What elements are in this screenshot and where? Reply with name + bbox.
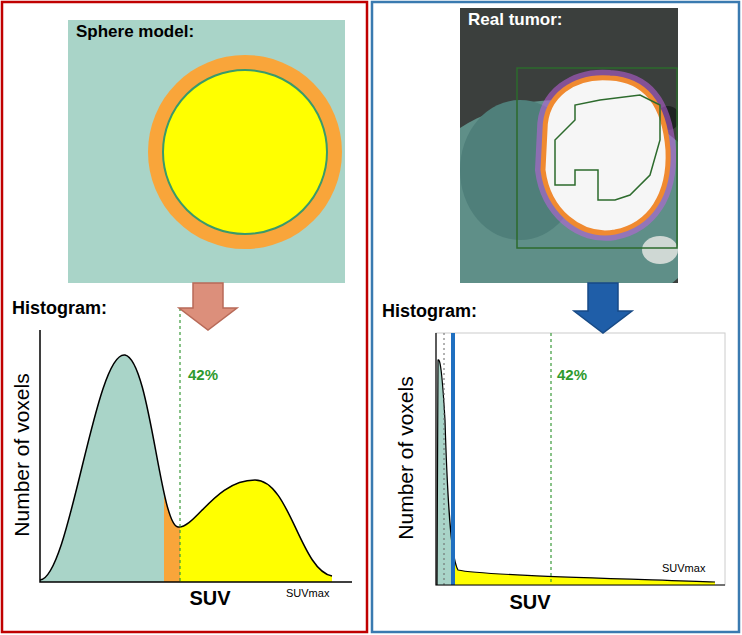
left-panel-frame bbox=[2, 2, 367, 632]
ct-image bbox=[460, 8, 678, 283]
axis-max-label: SUVmax bbox=[662, 562, 705, 574]
axis-label: Number of voxels bbox=[10, 373, 34, 536]
sphere-rim bbox=[148, 55, 342, 249]
axis-label: SUV bbox=[509, 591, 550, 614]
sphere-background bbox=[68, 20, 345, 283]
right-histogram-plot bbox=[436, 333, 725, 585]
left-histogram-plot bbox=[40, 308, 352, 582]
sphere-core bbox=[163, 70, 327, 234]
axis-label: SUV bbox=[189, 587, 230, 610]
threshold-label: 42% bbox=[188, 366, 218, 383]
right-panel-frame bbox=[372, 2, 739, 632]
histogram-heading: Histogram: bbox=[382, 301, 477, 322]
block-arrow bbox=[179, 283, 237, 330]
image-box: Real tumor: bbox=[460, 8, 690, 283]
image-heading: Sphere model: bbox=[68, 20, 357, 42]
axis-label: Number of voxels bbox=[394, 376, 418, 539]
block-arrow bbox=[574, 283, 632, 333]
image-heading: Real tumor: bbox=[460, 8, 690, 30]
histogram-heading: Histogram: bbox=[12, 298, 107, 319]
threshold-label: 42% bbox=[557, 366, 587, 383]
axis-max-label: SUVmax bbox=[286, 587, 329, 599]
histogram-box: Histogram: bbox=[8, 330, 360, 612]
image-box: Sphere model: bbox=[68, 20, 357, 283]
